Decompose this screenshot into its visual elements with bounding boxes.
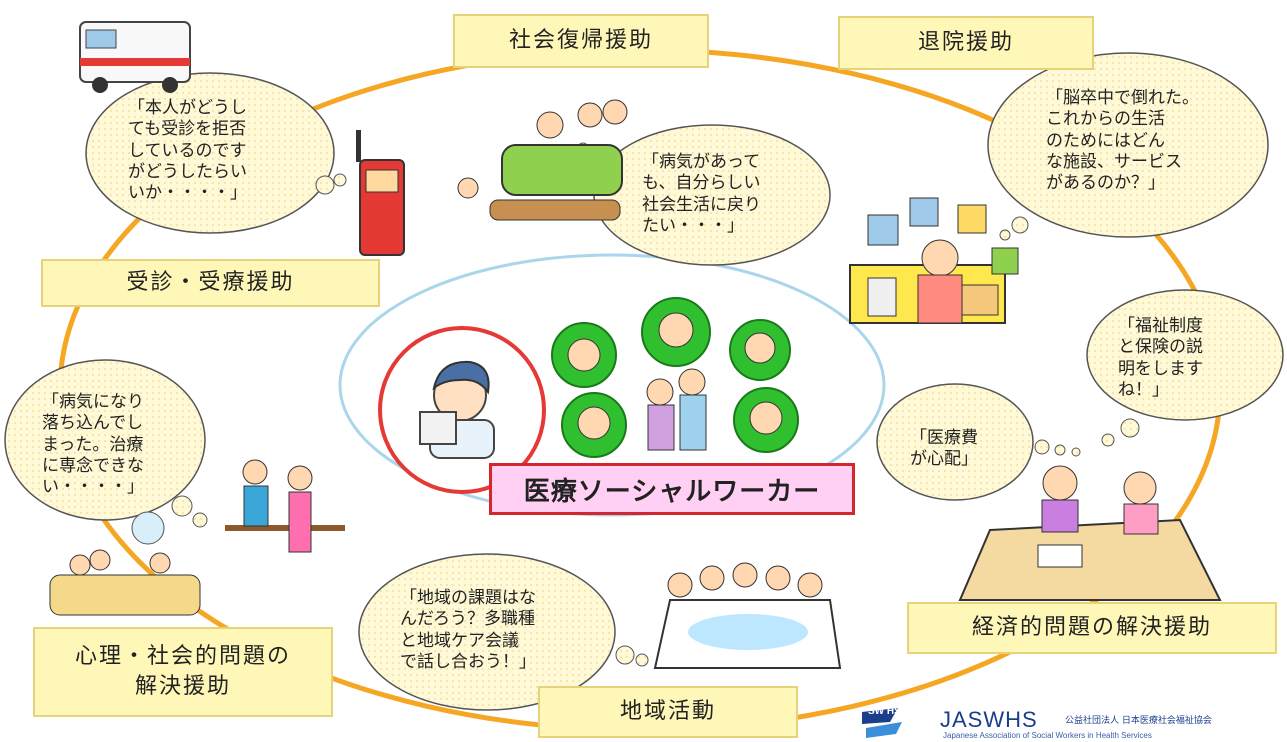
group-counseling-illustration: [49, 511, 201, 616]
voice-medical-cost: 「医療費 が心配」: [910, 428, 978, 470]
logo-org-jp: 公益社団法人 日本医療社会福祉協会: [1065, 716, 1212, 726]
center-title: 医療ソーシャルワーカー: [489, 463, 855, 515]
label-psychosocial: 心理・社会的問題の 解決援助: [33, 627, 333, 717]
bubble-medical-cost-shape: [876, 383, 1081, 501]
voice-welfare: 「福祉制度 と保険の説 明をします ね！」: [1118, 316, 1203, 400]
rehabilitation-illustration: [225, 459, 345, 553]
social-worker-figure: [419, 360, 495, 459]
consultation-desk-illustration: [958, 465, 1222, 601]
label-community: 地域活動: [538, 686, 798, 738]
jaswhs-logo-mark: [862, 708, 902, 738]
community-meeting-illustration: [653, 562, 842, 669]
team-members: [551, 297, 799, 458]
logo-name: JASWHS: [940, 707, 1038, 732]
bubble-community-shape: [358, 553, 649, 711]
phone-illustration: [356, 130, 405, 256]
ambulance-illustration: [79, 21, 191, 93]
facility-illustration: [849, 197, 1019, 324]
logo-mark-text: SW HS: [868, 706, 901, 717]
label-social-return: 社会復帰援助: [453, 14, 709, 68]
voice-depressed: 「病気になり 落ち込んでし まった。治療 に専念できな い・・・・」: [42, 392, 144, 497]
logo-org-en: Japanese Association of Social Workers i…: [943, 731, 1152, 740]
family-sofa-illustration: [457, 99, 628, 221]
label-economic: 経済的問題の解決援助: [907, 602, 1277, 654]
voice-community-issue: 「地域の課題はな んだろう？多職種 と地域ケア会議 で話し合おう！」: [400, 588, 536, 672]
bubble-depressed-shape: [4, 359, 208, 528]
label-discharge: 退院援助: [838, 16, 1094, 70]
voice-stroke: 「脳卒中で倒れた。 これからの生活 のためにはどん な施設、サービス があるのか…: [1046, 88, 1199, 193]
bubble-stroke-shape: [987, 52, 1269, 241]
bubble-refusal-shape: [85, 72, 347, 234]
center-ellipse: [338, 253, 886, 517]
label-consultation: 受診・受療援助: [41, 259, 380, 307]
voice-social-life: 「病気があって も、自分らしい 社会生活に戻り たい・・・」: [642, 152, 761, 236]
bubble-welfare-shape: [1086, 289, 1284, 447]
voice-refusal: 「本人がどうし ても受診を拒否 しているのです がどうしたらい いか・・・・」: [128, 98, 247, 203]
